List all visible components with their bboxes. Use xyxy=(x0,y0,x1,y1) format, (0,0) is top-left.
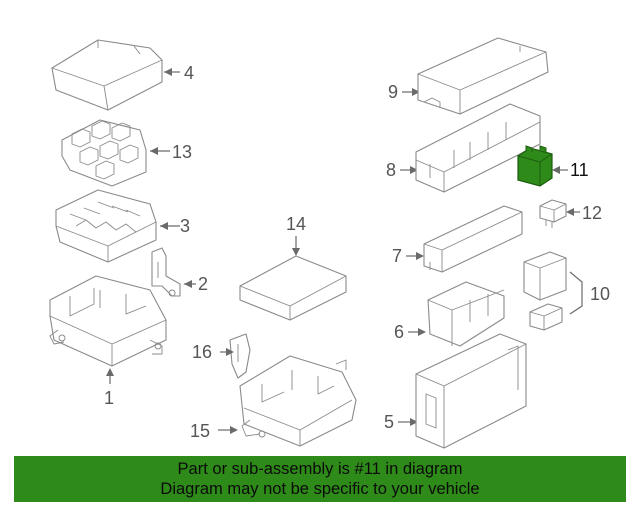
callout-5[interactable]: 5 xyxy=(384,412,394,432)
callout-12[interactable]: 12 xyxy=(582,203,602,223)
part-14-cover[interactable] xyxy=(239,255,347,321)
part-2-bracket[interactable] xyxy=(151,247,181,297)
callout-4[interactable]: 4 xyxy=(184,63,194,83)
part-12-relay[interactable] xyxy=(539,199,567,228)
arrow-11 xyxy=(552,166,560,174)
part-9-cover[interactable] xyxy=(417,37,549,115)
arrow-6 xyxy=(418,328,426,336)
callout-6[interactable]: 6 xyxy=(394,322,404,342)
part-11-relay[interactable] xyxy=(517,145,553,187)
callout-13[interactable]: 13 xyxy=(172,142,192,162)
part-8-base[interactable] xyxy=(415,103,541,193)
callout-3[interactable]: 3 xyxy=(180,216,190,236)
callout-15[interactable]: 15 xyxy=(190,421,210,441)
arrow-4 xyxy=(164,68,172,76)
info-banner: Part or sub-assembly is #11 in diagram D… xyxy=(14,456,626,502)
part-1-housing[interactable] xyxy=(49,275,167,367)
callout-10[interactable]: 10 xyxy=(590,284,610,304)
arrow-14 xyxy=(292,248,300,256)
arrow-13 xyxy=(150,147,158,155)
part-4-lid[interactable] xyxy=(51,39,163,111)
callout-2[interactable]: 2 xyxy=(198,274,208,294)
arrow-5 xyxy=(410,418,418,426)
part-7-fusible-link[interactable] xyxy=(423,205,523,273)
callout-8[interactable]: 8 xyxy=(386,160,396,180)
callout-7[interactable]: 7 xyxy=(392,246,402,266)
callout-11[interactable]: 11 xyxy=(570,160,589,180)
part-16-clip[interactable] xyxy=(229,333,251,379)
part-10-relays[interactable] xyxy=(523,251,567,331)
callout-9[interactable]: 9 xyxy=(388,82,398,102)
part-15-bracket[interactable] xyxy=(239,355,357,447)
leader-10 xyxy=(569,271,583,315)
arrow-8 xyxy=(410,166,418,174)
arrow-16 xyxy=(226,348,234,356)
part-3-fuse-block[interactable] xyxy=(55,189,157,263)
part-5-module[interactable] xyxy=(415,333,527,449)
arrow-3 xyxy=(160,222,168,230)
part-13-relays[interactable] xyxy=(61,119,147,187)
arrow-2 xyxy=(184,280,192,288)
part-6-bracket[interactable] xyxy=(427,281,505,347)
callout-14[interactable]: 14 xyxy=(286,214,306,234)
arrow-7 xyxy=(416,252,424,260)
arrow-15 xyxy=(230,426,238,434)
banner-line-2: Diagram may not be specific to your vehi… xyxy=(160,480,480,498)
banner-line-1: Part or sub-assembly is #11 in diagram xyxy=(177,460,463,478)
arrow-12 xyxy=(566,208,574,216)
callout-16[interactable]: 16 xyxy=(192,342,212,362)
arrow-1 xyxy=(106,368,114,376)
callout-1[interactable]: 1 xyxy=(104,388,114,408)
arrow-9 xyxy=(412,88,420,96)
